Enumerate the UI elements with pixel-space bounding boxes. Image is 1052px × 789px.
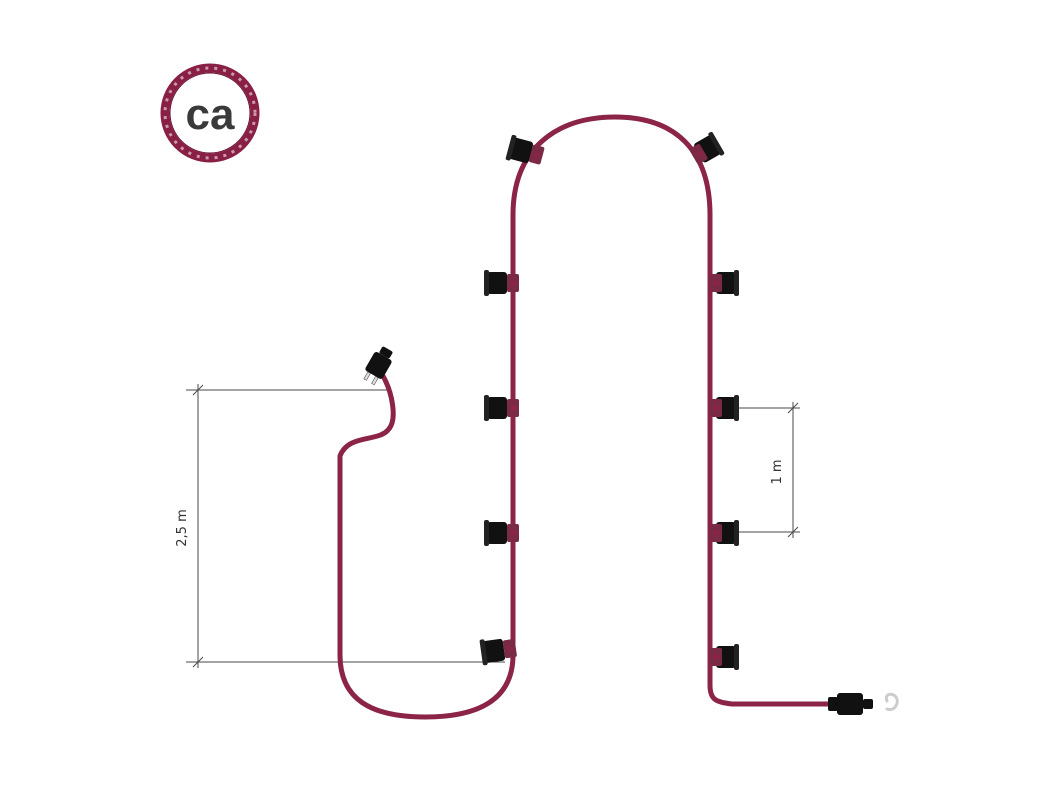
lamp-socket-icon	[484, 270, 519, 296]
female-plug-icon	[828, 693, 873, 715]
lamp-sockets	[479, 131, 739, 670]
brand-logo: ca	[160, 63, 260, 163]
lamp-socket-icon	[710, 520, 739, 546]
lamp-socket-icon	[710, 270, 739, 296]
socket-spacing-label: 1 m	[770, 459, 785, 484]
logo-rope-stripes	[163, 66, 257, 160]
lamp-socket-icon	[484, 395, 519, 421]
lamp-socket-icon	[689, 131, 725, 165]
socket-spacing-dimension: 1 m	[722, 402, 800, 538]
lamp-socket-icon	[710, 395, 739, 421]
lead-length-dimension: 2,5 m	[175, 384, 505, 668]
hook-icon	[884, 692, 899, 712]
lamp-socket-icon	[479, 638, 517, 666]
logo-text: ca	[186, 90, 235, 139]
lamp-socket-icon	[484, 520, 519, 546]
male-plug-icon	[363, 346, 393, 386]
lamp-socket-icon	[505, 134, 545, 165]
lamp-socket-icon	[710, 644, 739, 670]
lead-length-label: 2,5 m	[175, 509, 190, 546]
cable	[337, 114, 833, 720]
logo-inner-edge	[169, 72, 251, 154]
